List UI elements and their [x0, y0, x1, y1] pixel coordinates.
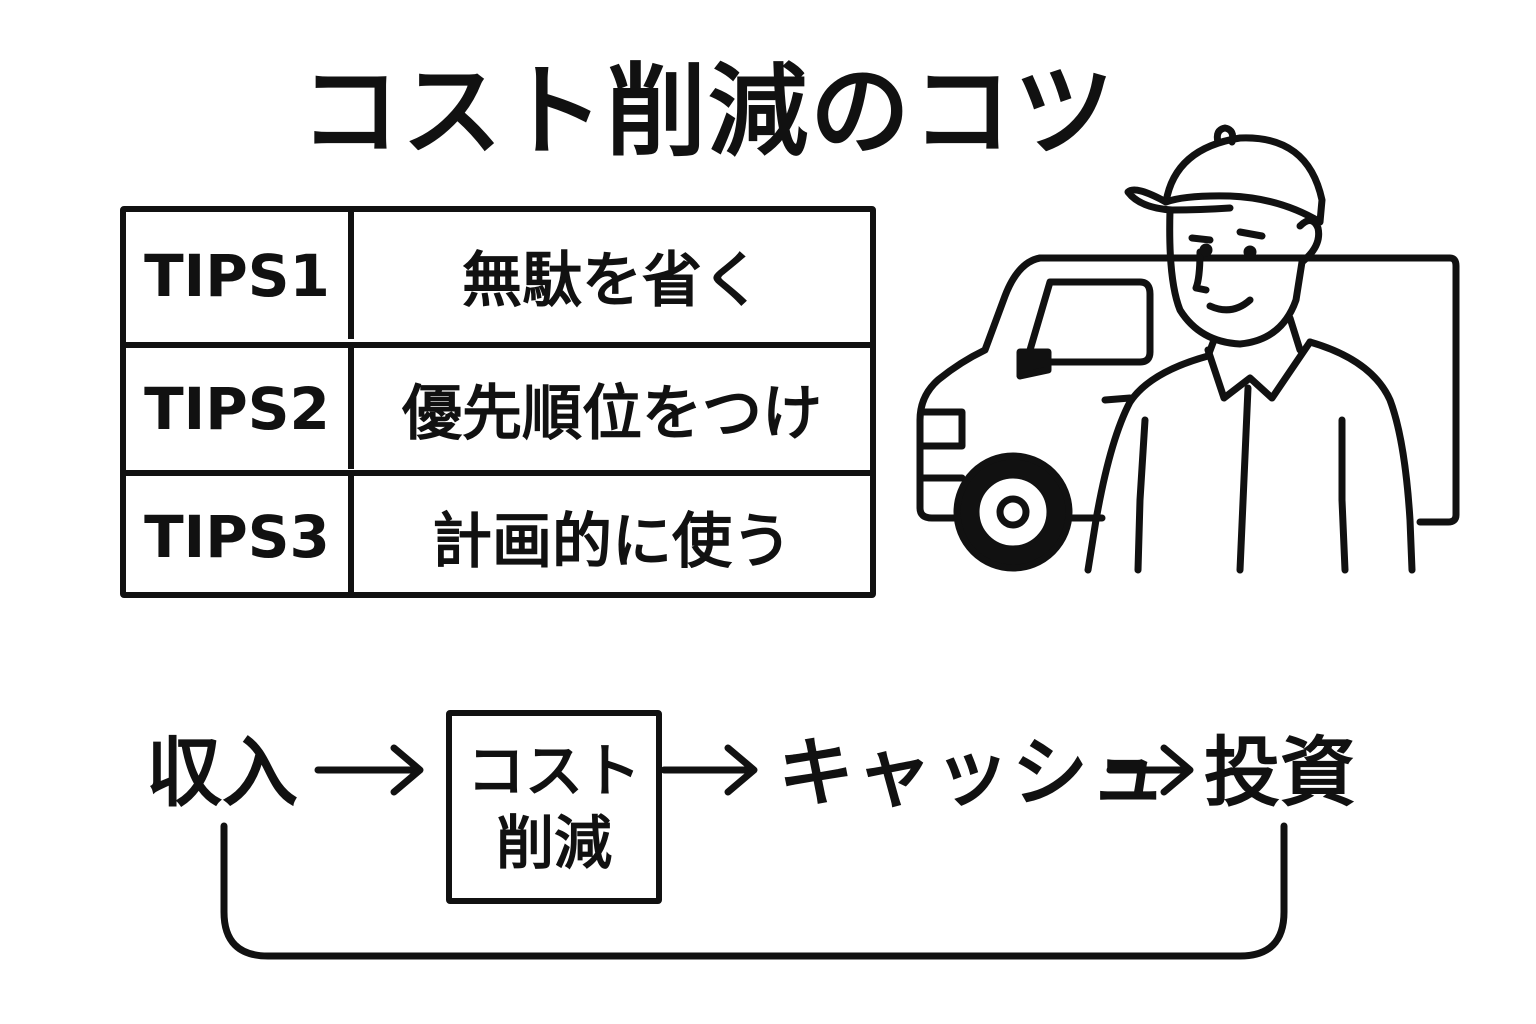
- tips-table: TIPS1 無駄を省く TIPS2 優先順位をつけ TIPS3 計画的に使う: [120, 206, 876, 598]
- tips-label: TIPS3: [144, 502, 330, 571]
- flow-investment: 投資: [1204, 728, 1356, 817]
- tips-row: TIPS1 無駄を省く: [126, 212, 870, 339]
- column-divider: [348, 476, 354, 597]
- wheel-icon: [953, 452, 1073, 572]
- truck-icon: [916, 254, 1460, 526]
- arrow-right-icon: [660, 744, 758, 796]
- page-title: コスト削減のコツ: [300, 53, 1116, 170]
- delivery-worker-illustration: [916, 124, 1460, 574]
- tips-text: 無駄を省く: [462, 246, 762, 316]
- tips-text: 優先順位をつけ: [402, 379, 822, 449]
- flow-cost-cut-line1: コスト: [466, 737, 641, 805]
- person-icon: [1084, 124, 1416, 574]
- tips-row: TIPS2 優先順位をつけ: [126, 342, 870, 469]
- tips-label: TIPS1: [144, 241, 330, 310]
- tips-label: TIPS2: [144, 374, 330, 443]
- tips-text: 計画的に使う: [432, 507, 792, 577]
- return-loop-line: [220, 822, 1288, 960]
- column-divider: [348, 212, 354, 339]
- arrow-right-icon: [314, 744, 424, 796]
- flow-income: 収入: [146, 728, 298, 817]
- flow-cost-cut-line2: 削減: [495, 809, 612, 877]
- flow-cost-cut-box: コスト 削減: [446, 710, 662, 904]
- flow-cash: キャッシュ: [778, 728, 1168, 817]
- column-divider: [348, 348, 354, 469]
- tips-row: TIPS3 計画的に使う: [126, 470, 870, 597]
